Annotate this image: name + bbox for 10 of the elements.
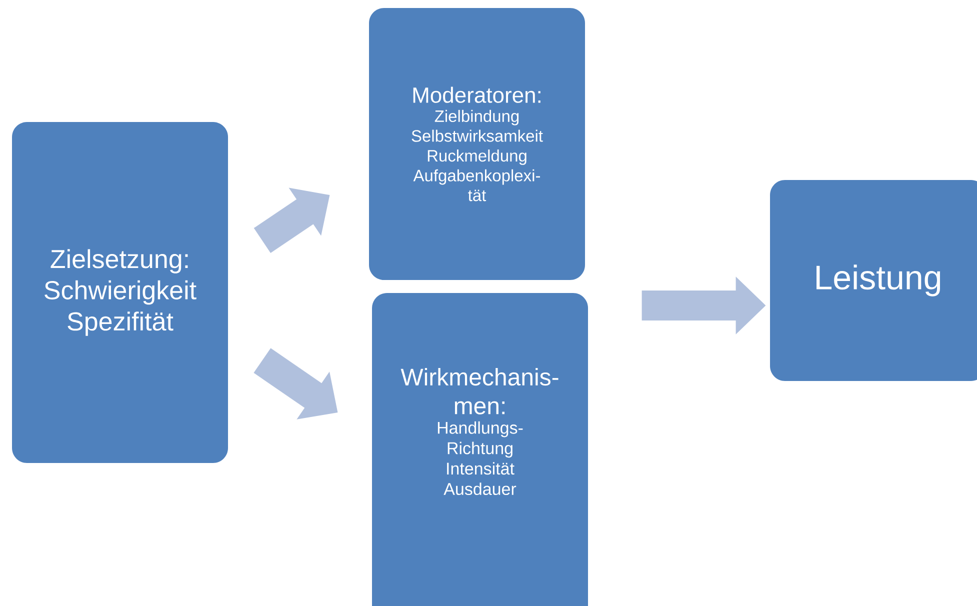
node-label: Moderatoren:: [413, 86, 540, 103]
process-box: [12, 122, 228, 463]
node-label: Leistung: [816, 264, 940, 296]
node-label: Wirkmechanis- men:: [400, 368, 558, 414]
node-label: Zielsetzung: Schwierigkeit Spezifität: [44, 249, 196, 336]
process-box: [369, 8, 585, 280]
process-box: [372, 293, 588, 606]
node-label: Zielbindung Selbstwirksamkeit Ruckmeldung Aufgabenkoplexi- tät: [412, 110, 543, 202]
node-label: Handlungs- Richtung Intensität Ausdauer: [438, 421, 523, 496]
process-box: [770, 180, 977, 381]
